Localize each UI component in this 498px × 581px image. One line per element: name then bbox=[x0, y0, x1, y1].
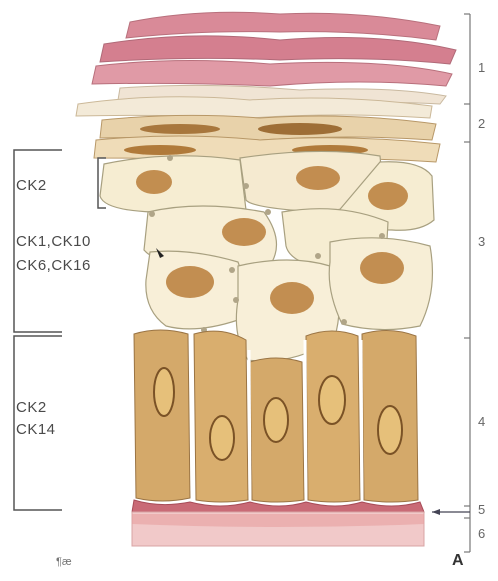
desmosome bbox=[315, 253, 321, 259]
layer-number-1: 1 bbox=[478, 60, 485, 75]
corneum-flake bbox=[100, 36, 456, 64]
dermis-shade bbox=[132, 514, 424, 527]
left-brackets bbox=[14, 150, 106, 510]
spinous-nucleus bbox=[136, 170, 172, 194]
corneum-flake bbox=[126, 12, 440, 40]
desmosome bbox=[265, 209, 271, 215]
desmosome bbox=[341, 319, 347, 325]
desmosome bbox=[379, 233, 385, 239]
label-ck6-ck16: CK6,CK16 bbox=[16, 256, 91, 276]
corner-mark: ¶æ bbox=[56, 556, 72, 568]
basement-pointer-arrowhead bbox=[432, 509, 440, 515]
layer-number-3: 3 bbox=[478, 234, 485, 249]
stratum-granulosum bbox=[76, 97, 440, 162]
corneum-flake bbox=[92, 60, 452, 86]
stratum-corneum bbox=[92, 12, 456, 106]
spinous-cell bbox=[100, 156, 246, 214]
granular-nucleus bbox=[258, 123, 342, 135]
basal-nucleus bbox=[154, 368, 174, 416]
layer-number-5: 5 bbox=[478, 502, 485, 517]
cell-gap bbox=[361, 340, 362, 500]
layer-number-6: 6 bbox=[478, 526, 485, 541]
cell-gap bbox=[191, 340, 192, 498]
label-ck2-upper: CK2 bbox=[16, 176, 47, 196]
basal-nucleus bbox=[378, 406, 402, 454]
desmosome bbox=[233, 297, 239, 303]
stratum-spinosum bbox=[100, 151, 434, 361]
granular-nucleus bbox=[140, 124, 220, 134]
spinous-nucleus bbox=[368, 182, 408, 210]
spinous-nucleus bbox=[166, 266, 214, 298]
label-ck2-basal: CK2 bbox=[16, 398, 47, 418]
spinous-nucleus bbox=[270, 282, 314, 314]
basement-and-dermis bbox=[132, 500, 424, 546]
label-ck1-ck10: CK1,CK10 bbox=[16, 232, 91, 252]
desmosome bbox=[149, 211, 155, 217]
cell-gap bbox=[305, 340, 306, 500]
spinous-nucleus bbox=[222, 218, 266, 246]
layer-number-2: 2 bbox=[478, 116, 485, 131]
panel-letter: A bbox=[452, 552, 464, 570]
basal-nucleus bbox=[319, 376, 345, 424]
desmosome bbox=[229, 267, 235, 273]
label-ck14: CK14 bbox=[16, 420, 56, 440]
granular-nucleus bbox=[124, 145, 196, 155]
desmosome bbox=[243, 183, 249, 189]
spinous-nucleus bbox=[360, 252, 404, 284]
basal-nucleus bbox=[264, 398, 288, 442]
desmosome bbox=[167, 155, 173, 161]
cell-gap bbox=[249, 350, 250, 500]
layer-number-4: 4 bbox=[478, 414, 485, 429]
basal-nucleus bbox=[210, 416, 234, 460]
spinous-nucleus bbox=[296, 166, 340, 190]
